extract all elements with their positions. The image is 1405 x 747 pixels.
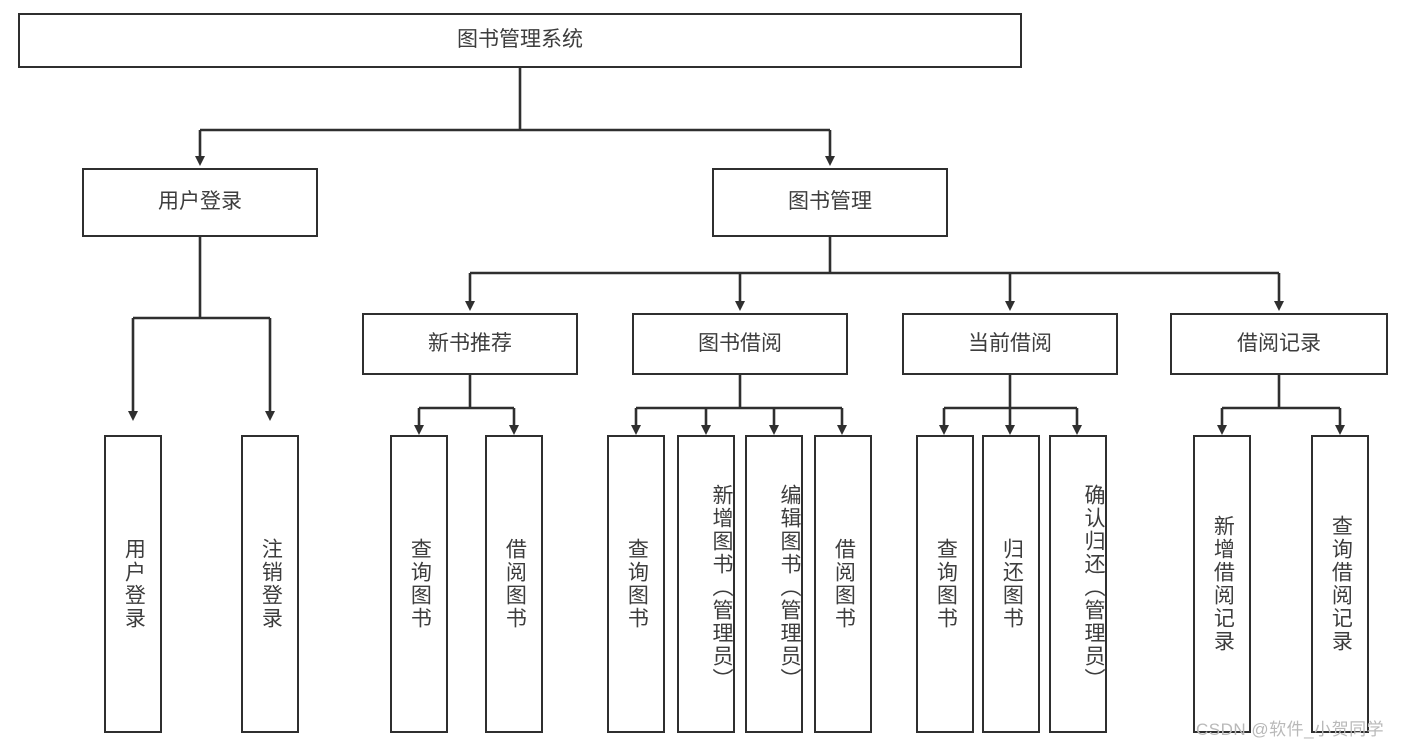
leaf-borrow-borrow-book[interactable]: 借阅图书 [814, 435, 872, 733]
node-label: 新增图书（管理员） [710, 483, 733, 691]
leaf-user-login-login[interactable]: 用户登录 [104, 435, 162, 733]
node-label: 查询图书 [625, 538, 649, 630]
leaf-borrow-add-book[interactable]: 新增图书（管理员） [677, 435, 735, 733]
csdn-watermark: CSDN @软件_小贺同学 [1196, 720, 1385, 739]
leaf-record-add-record[interactable]: 新增借阅记录 [1193, 435, 1251, 733]
node-label: 查询图书 [408, 538, 432, 630]
node-label: 编辑图书（管理员） [778, 483, 801, 691]
leaf-current-confirm-return[interactable]: 确认归还（管理员） [1049, 435, 1107, 733]
node-label: 查询图书 [934, 538, 958, 630]
node-label: 图书管理系统 [457, 28, 583, 52]
node-label: 当前借阅 [968, 331, 1052, 355]
node-label: 用户登录 [158, 190, 242, 214]
node-root-system[interactable]: 图书管理系统 [18, 13, 1022, 68]
node-book-borrow[interactable]: 图书借阅 [632, 313, 848, 375]
node-label: 查询借阅记录 [1329, 515, 1353, 653]
node-label: 图书借阅 [698, 331, 782, 355]
leaf-user-login-logout[interactable]: 注销登录 [241, 435, 299, 733]
leaf-current-query-book[interactable]: 查询图书 [916, 435, 974, 733]
node-label: 新增借阅记录 [1211, 515, 1235, 653]
leaf-new-book-borrow[interactable]: 借阅图书 [485, 435, 543, 733]
node-user-login[interactable]: 用户登录 [82, 168, 318, 237]
node-label: 借阅记录 [1237, 331, 1321, 355]
leaf-current-return-book[interactable]: 归还图书 [982, 435, 1040, 733]
node-borrow-record[interactable]: 借阅记录 [1170, 313, 1388, 375]
leaf-borrow-edit-book[interactable]: 编辑图书（管理员） [745, 435, 803, 733]
leaf-record-query-record[interactable]: 查询借阅记录 [1311, 435, 1369, 733]
node-label: 借阅图书 [503, 538, 527, 630]
node-label: 注销登录 [259, 538, 283, 630]
node-new-book-recommend[interactable]: 新书推荐 [362, 313, 578, 375]
node-label: 归还图书 [1000, 538, 1024, 630]
node-label: 图书管理 [788, 190, 872, 214]
node-current-borrow[interactable]: 当前借阅 [902, 313, 1118, 375]
node-book-management[interactable]: 图书管理 [712, 168, 948, 237]
node-label: 用户登录 [122, 538, 146, 630]
leaf-borrow-query-book[interactable]: 查询图书 [607, 435, 665, 733]
node-label: 新书推荐 [428, 331, 512, 355]
leaf-new-book-query[interactable]: 查询图书 [390, 435, 448, 733]
node-label: 确认归还（管理员） [1082, 483, 1105, 691]
node-label: 借阅图书 [832, 538, 856, 630]
